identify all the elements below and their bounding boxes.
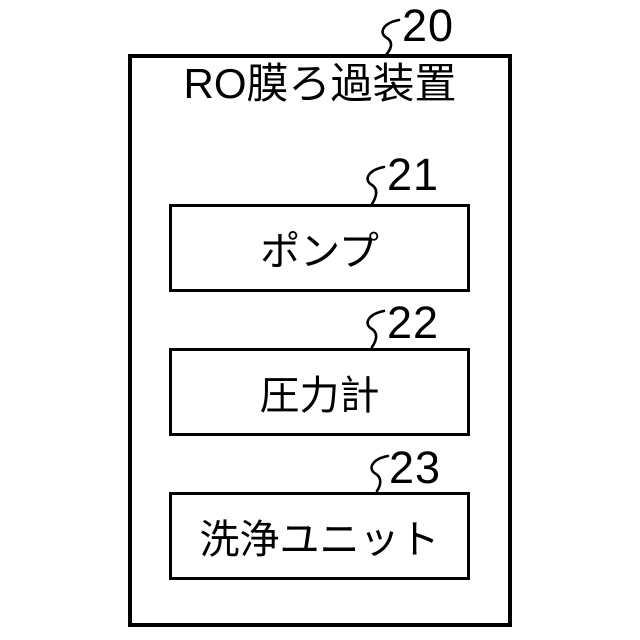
component-label-pump: ポンプ	[260, 230, 379, 274]
component-label-pressure-gauge: 圧力計	[259, 374, 380, 418]
squiggle-leader-20	[381, 18, 401, 57]
ref-label-23: 23	[389, 442, 442, 493]
component-label-cleaning-unit: 洗浄ユニット	[199, 518, 440, 562]
outer-box-title: RO膜ろ過装置	[183, 60, 457, 107]
ro-membrane-filtration-device-box: RO膜ろ過装置	[128, 54, 512, 627]
ref-label-22: 22	[387, 297, 440, 348]
ref-label-20: 20	[402, 0, 455, 51]
component-box-cleaning-unit: 洗浄ユニット	[169, 492, 470, 580]
ref-label-21: 21	[387, 149, 440, 200]
component-box-pump: ポンプ	[169, 204, 470, 292]
component-box-pressure-gauge: 圧力計	[169, 348, 470, 436]
